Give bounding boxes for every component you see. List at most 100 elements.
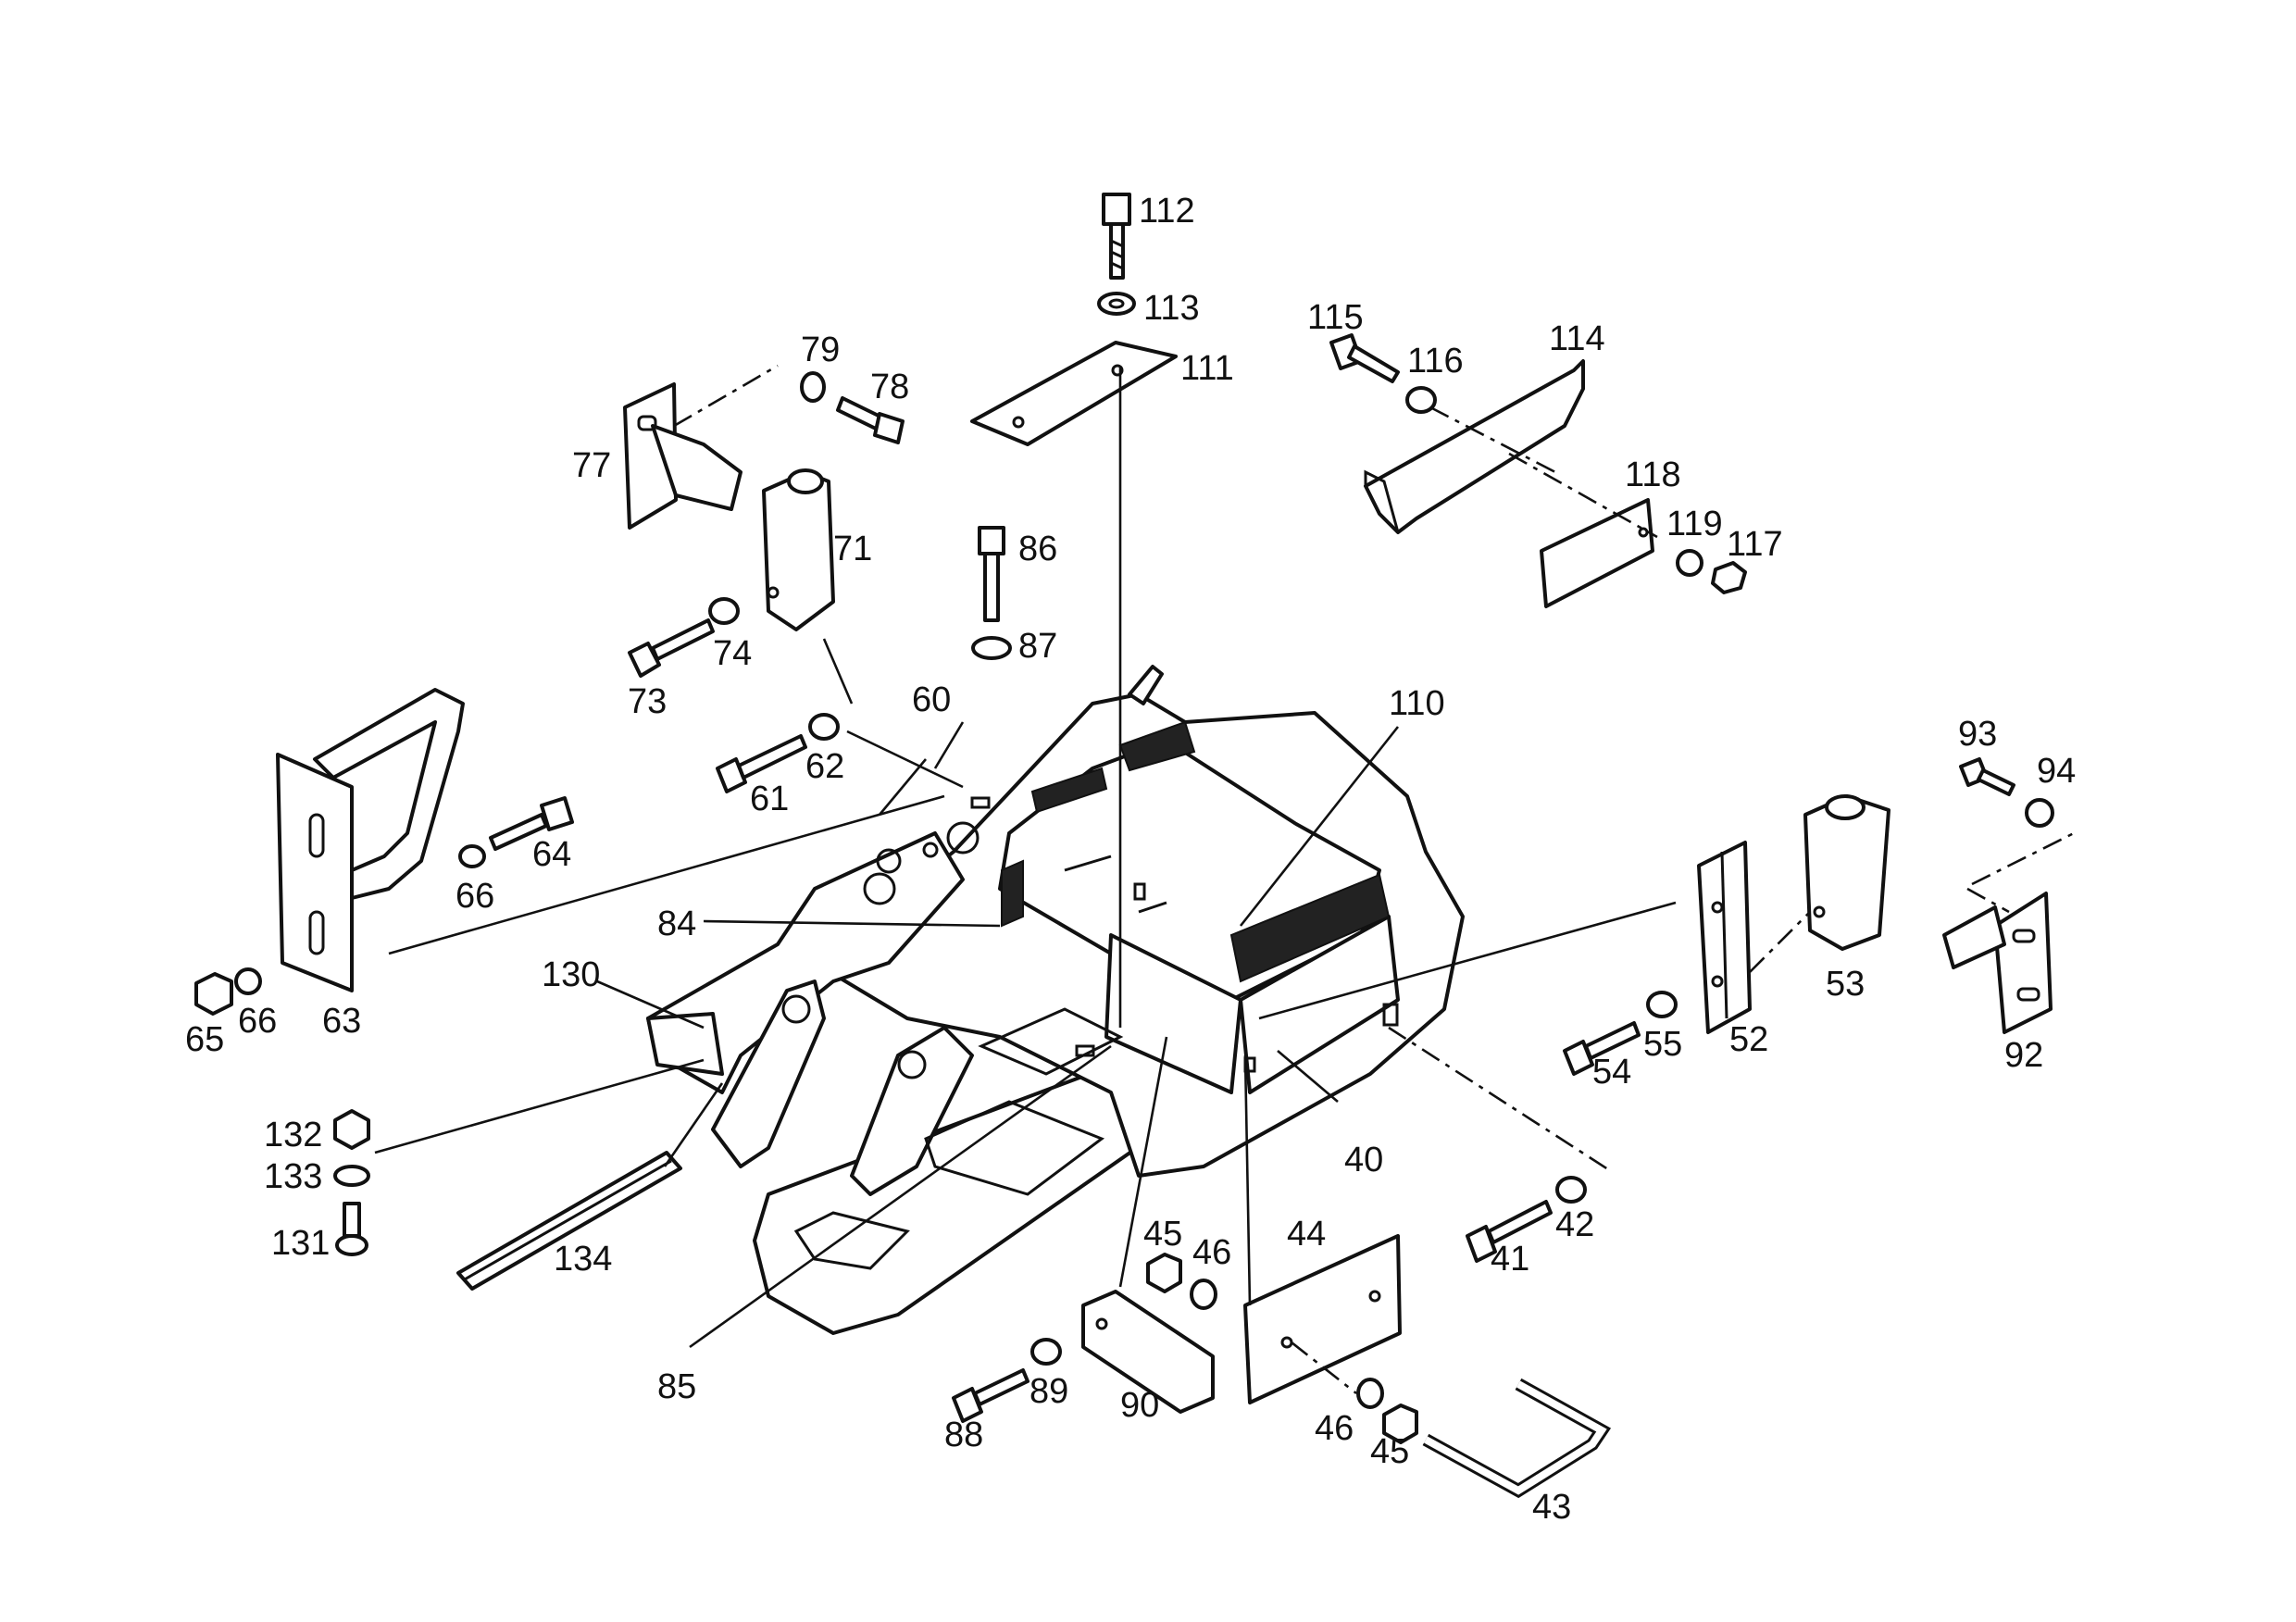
- grille-side: [1229, 873, 1391, 983]
- part-92-plate: [1993, 892, 2053, 1034]
- main-chassis-assembly: [646, 665, 1465, 1335]
- callout-88: 88: [944, 1416, 983, 1454]
- part-88-bolt-shank: [973, 1368, 1029, 1406]
- part-46-washer-upper: [1190, 1279, 1217, 1310]
- part-94-washer: [2025, 798, 2054, 828]
- leader-60: [933, 721, 965, 769]
- bracket-hole-2: [1711, 975, 1724, 988]
- pivot-right: [897, 1050, 927, 1079]
- callout-79: 79: [801, 331, 840, 369]
- callout-85: 85: [657, 1367, 696, 1406]
- part-45-nut-upper: [1146, 1253, 1182, 1293]
- cooling-side-panel: [1239, 915, 1400, 1094]
- callout-114: 114: [1549, 319, 1605, 358]
- leader-85: [689, 1044, 1112, 1349]
- slot-2: [2016, 987, 2040, 1002]
- part-92-arm: [1942, 905, 2006, 969]
- callout-89: 89: [1029, 1372, 1068, 1411]
- callout-54: 54: [1592, 1053, 1631, 1092]
- part-115-bolt: [1329, 333, 1400, 383]
- bolt-head: [1102, 193, 1131, 226]
- mount-hole: [1813, 905, 1826, 918]
- housing-details: [1064, 855, 1167, 914]
- part-131-screw-shank: [343, 1202, 361, 1238]
- part-78-bolt-head: [873, 412, 905, 444]
- part-93-bolt-shank: [1977, 768, 2015, 796]
- callout-77: 77: [572, 446, 611, 485]
- part-63-plate: [276, 753, 354, 992]
- dash-52-53: [1749, 911, 1811, 973]
- callout-42: 42: [1555, 1205, 1594, 1244]
- plate-hole-2: [1368, 1290, 1381, 1303]
- callout-43: 43: [1532, 1488, 1571, 1527]
- callout-71: 71: [833, 530, 872, 568]
- leader-lines: [374, 364, 2075, 1395]
- inner-mount: [978, 1007, 1124, 1076]
- callout-53: 53: [1826, 965, 1865, 1004]
- callout-87: 87: [1018, 627, 1057, 666]
- callout-118: 118: [1625, 455, 1681, 494]
- engine-cover-box: [1104, 933, 1242, 1094]
- callout-52: 52: [1729, 1020, 1768, 1059]
- plate-hole: [1111, 364, 1124, 377]
- part-73-bolt-shank: [651, 618, 715, 661]
- callout-113: 113: [1143, 289, 1200, 328]
- leader-71-60: [822, 638, 964, 816]
- leader-132: [374, 1058, 705, 1154]
- part-113-washer: [1097, 292, 1136, 316]
- callout-111: 111: [1180, 349, 1234, 388]
- part-45-nut-lower: [1382, 1404, 1418, 1444]
- slot-lower: [308, 910, 325, 955]
- callout-63: 63: [322, 1002, 361, 1041]
- part-64-bolt-head: [540, 796, 574, 831]
- leader-110: [1239, 726, 1400, 927]
- slot: [637, 415, 657, 431]
- callout-44: 44: [1287, 1215, 1326, 1254]
- bracket-tab: [1364, 469, 1400, 533]
- callout-134: 134: [554, 1240, 612, 1279]
- part-86-bolt-head: [978, 526, 1005, 555]
- detail-box-3: [1075, 1044, 1095, 1057]
- leader-90-44: [1118, 1036, 1252, 1306]
- part-44-plate: [1243, 1234, 1402, 1404]
- handle-stub: [1128, 665, 1164, 705]
- grille-rear-left: [1001, 859, 1024, 928]
- leader-40: [1277, 1050, 1339, 1103]
- grille-top-left: [1030, 767, 1108, 814]
- part-41-bolt-head: [1466, 1225, 1497, 1263]
- dash-115-118: [1429, 406, 1658, 539]
- callout-92: 92: [2004, 1036, 2043, 1075]
- bolt-thread: [1110, 239, 1124, 270]
- leader-52: [1258, 901, 1677, 1020]
- base-plate-cutout: [793, 1211, 910, 1270]
- detail-box-2: [970, 796, 991, 809]
- callout-64: 64: [532, 835, 571, 874]
- oil-cap: [863, 872, 896, 905]
- callout-61: 61: [750, 780, 789, 818]
- callout-119: 119: [1666, 505, 1723, 543]
- part-130-bar: [646, 1012, 724, 1076]
- part-43-u-bolt: [1422, 1378, 1612, 1499]
- callout-62: 62: [805, 747, 844, 786]
- plate-hole: [1095, 1317, 1108, 1330]
- rail-line: [462, 1159, 672, 1282]
- fuel-cap: [946, 821, 980, 855]
- callout-110: 110: [1389, 684, 1445, 723]
- bolt-shank: [1347, 344, 1400, 383]
- part-116-washer: [1405, 386, 1437, 414]
- dash-44-46: [1291, 1341, 1357, 1395]
- callout-55: 55: [1643, 1025, 1682, 1064]
- part-114-bracket: [1364, 359, 1585, 534]
- frame-hole: [876, 848, 902, 874]
- part-111-plate: [970, 341, 1178, 446]
- part-61-bolt-shank: [737, 734, 807, 780]
- dash-77-79: [673, 364, 779, 428]
- part-79-washer: [800, 371, 826, 403]
- part-55-washer: [1646, 991, 1678, 1018]
- callout-73: 73: [628, 682, 667, 721]
- callout-60: 60: [912, 680, 951, 719]
- callout-112: 112: [1139, 192, 1195, 231]
- callout-46-upper: 46: [1192, 1233, 1231, 1272]
